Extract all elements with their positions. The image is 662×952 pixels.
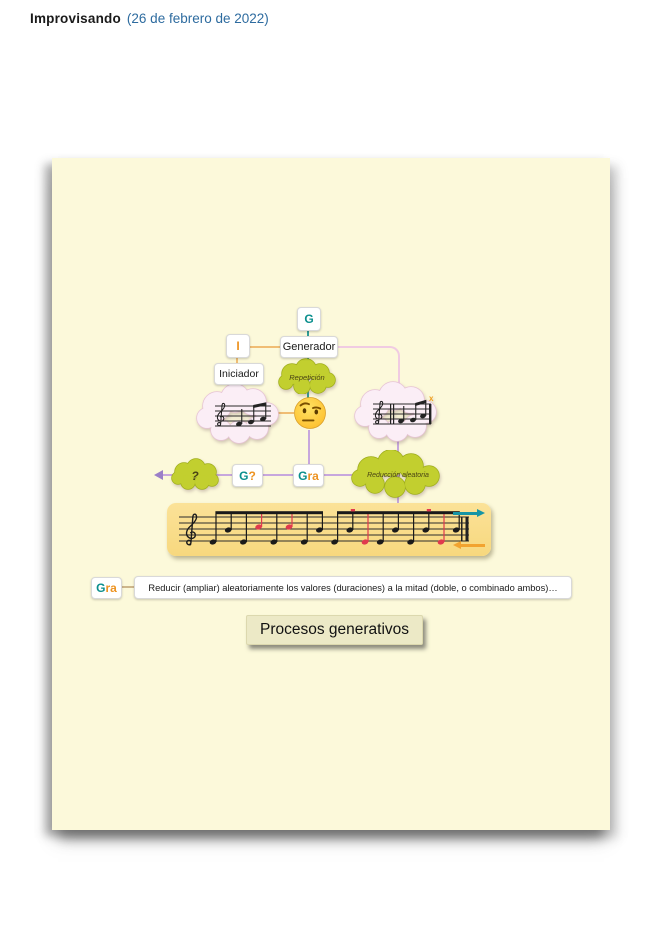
procesos-generativos-label[interactable]: Procesos generativos [246, 615, 424, 645]
connector-leftcloud-emoji [278, 412, 294, 414]
page-header: Improvisando (26 de febrero de 2022) [30, 11, 269, 26]
node-gra-ra: ra [307, 468, 319, 483]
node-gq-g: G [239, 468, 249, 483]
cloud-music-left[interactable] [195, 382, 285, 444]
music-snippet-left-icon [215, 402, 271, 427]
cloud-question[interactable]: ? [170, 458, 222, 492]
face-with-raised-eyebrow-emoji[interactable] [292, 395, 328, 431]
connector-horizontal-chain [162, 474, 370, 476]
connector-gra-definition [119, 586, 134, 588]
cloud-question-label: ? [191, 469, 199, 483]
staff-notes [209, 509, 460, 545]
node-gra-g: G [298, 468, 308, 483]
note-card: Repetición [52, 158, 610, 830]
definition-gra-ra: ra [105, 581, 117, 595]
music-snippet-right-icon: x [373, 394, 434, 425]
connector-emoji-gra [308, 430, 310, 465]
page-title: Improvisando [30, 11, 121, 26]
definition-text: Reducir (ampliar) aleatoriamente los val… [148, 582, 558, 593]
definition-gra-g: G [96, 581, 106, 595]
teal-right-arrow-icon [453, 509, 485, 517]
node-generador-label: Generador [282, 341, 336, 353]
node-iniciador-label: Iniciador [219, 368, 259, 380]
music-staff-icon [179, 509, 469, 546]
connector-generador-rightcloud [336, 346, 400, 388]
x-marker: x [429, 394, 434, 403]
node-g-label: G [304, 312, 314, 326]
node-i[interactable]: I [226, 334, 250, 358]
node-gq-q: ? [248, 468, 256, 483]
node-iniciador[interactable]: Iniciador [214, 363, 264, 385]
page-date: (26 de febrero de 2022) [126, 11, 269, 26]
orange-left-arrow-icon [453, 541, 485, 549]
node-g-question[interactable]: G? [232, 464, 263, 487]
cloud-repeticion[interactable]: Repetición [276, 358, 340, 394]
cloud-music-right[interactable]: x [353, 380, 443, 442]
music-staff-panel[interactable] [167, 503, 491, 556]
connector-i-generador [248, 346, 282, 348]
mindmap-stage: Repetición [52, 158, 610, 830]
cloud-reduccion-aleatoria[interactable]: Reducción aleatoria [351, 450, 447, 498]
cloud-repeticion-label: Repetición [289, 373, 324, 382]
definition-text-node[interactable]: Reducir (ampliar) aleatoriamente los val… [134, 576, 572, 599]
node-g[interactable]: G [297, 307, 321, 331]
procesos-generativos-text: Procesos generativos [260, 621, 410, 638]
node-generador[interactable]: Generador [280, 336, 338, 358]
node-i-label: I [236, 339, 240, 353]
cloud-reduccion-label: Reducción aleatoria [367, 472, 429, 479]
left-arrow-icon [154, 470, 163, 480]
